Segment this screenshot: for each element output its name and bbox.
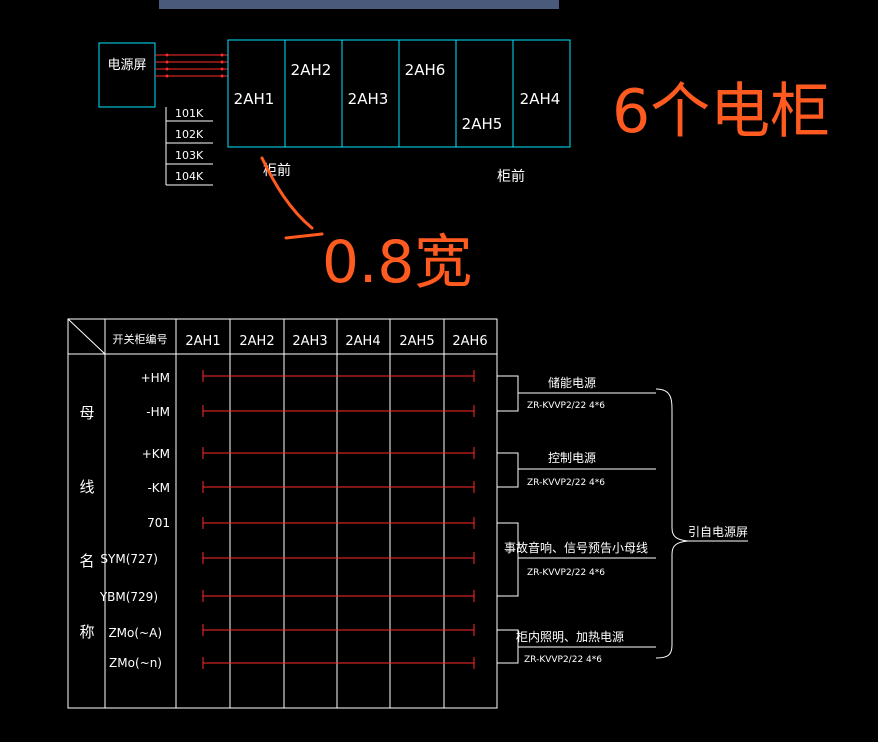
handwritten-annotations: 6个电柜 0.8宽	[260, 77, 830, 296]
bus-row-label: +KM	[142, 447, 170, 461]
cable-dots	[165, 53, 224, 78]
side-title-char-1: 母	[79, 404, 94, 422]
bus-row-label: SYM(727)	[100, 552, 158, 566]
group-title-4: 柜内照明、加热电源	[516, 630, 624, 644]
bus-row-label: +HM	[141, 371, 170, 385]
group-title-3: 事故音响、信号预告小母线	[504, 540, 648, 555]
power-cables	[155, 54, 228, 77]
bus-lines	[202, 370, 475, 669]
cabinet-header-5: 2AH5	[399, 334, 434, 349]
cabinet-count-note: 6个电柜	[612, 77, 830, 147]
bus-row-label: 701	[147, 516, 170, 530]
cabinet-header-3: 2AH3	[292, 334, 327, 349]
top-layout-diagram: 电源屏 101K 102K 103K 104K	[98, 39, 571, 186]
cabinet-label-2: 2AH2	[291, 61, 332, 79]
cabinet-label-1: 2AH1	[234, 90, 275, 108]
power-screen-box	[98, 42, 156, 108]
cabinet-label-5: 2AH5	[462, 115, 503, 133]
group-cable-3: ZR-KVVP2/22 4*6	[527, 568, 605, 578]
bus-row-label: ZMo(~n)	[109, 656, 162, 670]
cabinet-header-4: 2AH4	[345, 334, 380, 349]
cabinet-header-6: 2AH6	[452, 334, 487, 349]
power-screen-label: 电源屏	[107, 58, 146, 73]
cabinet-header-2: 2AH2	[239, 334, 274, 349]
group-cable-4: ZR-KVVP2/22 4*6	[524, 655, 602, 665]
group-title-2: 控制电源	[548, 451, 596, 465]
cabinet-front-label-right: 柜前	[497, 168, 525, 185]
bus-row-label: YBM(729)	[99, 590, 158, 604]
cabinet-label-6: 2AH4	[520, 90, 561, 108]
cable-label-2: 102K	[175, 128, 204, 141]
cable-label-ladder	[165, 107, 213, 186]
table-grid	[67, 318, 498, 709]
bus-row-label: ZMo(~A)	[108, 626, 162, 640]
width-note: 0.8宽	[322, 228, 472, 296]
bus-row-label: -KM	[147, 481, 170, 495]
width-arrow-dash	[284, 232, 324, 240]
corner-header: 开关柜编号	[113, 332, 168, 346]
group-brackets	[497, 375, 748, 664]
cabinet-row	[227, 39, 571, 148]
side-title-char-3: 名	[79, 552, 94, 570]
cabinet-label-3: 2AH3	[348, 90, 389, 108]
cabinet-header-1: 2AH1	[185, 334, 220, 349]
side-title-char-4: 称	[79, 623, 94, 641]
width-arrow-stroke	[260, 156, 314, 230]
cable-label-3: 103K	[175, 149, 204, 162]
source-label: 引自电源屏	[688, 525, 748, 539]
group-title-1: 储能电源	[548, 375, 596, 390]
window-title-bar	[159, 0, 559, 9]
bus-row-label: -HM	[146, 405, 170, 419]
side-title-char-2: 线	[79, 478, 94, 496]
group-cable-2: ZR-KVVP2/22 4*6	[527, 478, 605, 488]
cable-label-4: 104K	[175, 170, 204, 183]
cable-label-1: 101K	[175, 107, 204, 120]
cabinet-label-4: 2AH6	[405, 61, 446, 79]
group-cable-1: ZR-KVVP2/22 4*6	[527, 401, 605, 411]
cable-groups: 储能电源 ZR-KVVP2/22 4*6 控制电源 ZR-KVVP2/22 4*…	[497, 375, 748, 665]
bus-table: 开关柜编号 2AH1 2AH2 2AH3 2AH4 2AH5 2AH6 母 线 …	[67, 318, 498, 709]
